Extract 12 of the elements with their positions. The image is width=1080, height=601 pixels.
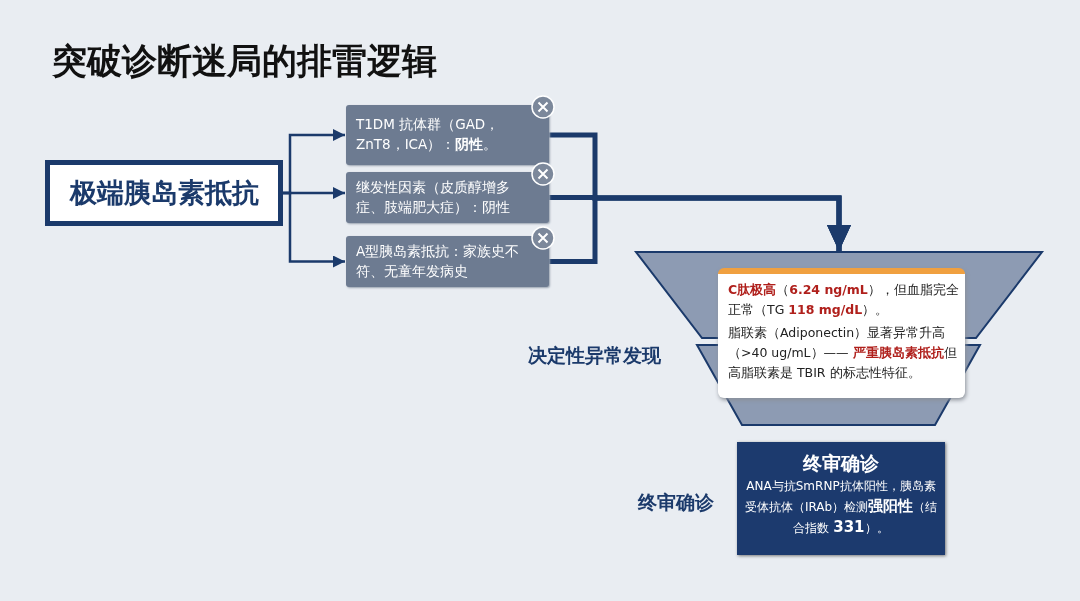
side-label: 终审确诊	[638, 490, 714, 515]
diagnosis-text: ANA与抗SmRNP抗体阳性，胰岛素受体抗体（IRAb）检测强阳性（结合指数 331）。	[743, 478, 939, 538]
box-heading: 终审确诊	[802, 451, 880, 476]
title: 突破诊断迷局的排雷逻辑	[52, 40, 437, 83]
heading-box: 极端胰岛素抵抗	[45, 160, 283, 226]
side-label: 决定性异常发现	[528, 343, 661, 368]
diagnosis-box	[737, 442, 945, 555]
arrow	[283, 191, 345, 268]
finding-card	[718, 268, 965, 398]
finding-text: 脂联素（Adiponectin）显著异常升高（>40 ug/mL）—— 严重胰岛素抵抗但高脂联素是 TBIR 的标志性特征。	[728, 324, 958, 382]
finding-text: C肽极高（6.24 ng/mL），但血脂完全正常（TG 118 mg/dL）。	[728, 281, 959, 319]
arrow	[549, 195, 851, 264]
